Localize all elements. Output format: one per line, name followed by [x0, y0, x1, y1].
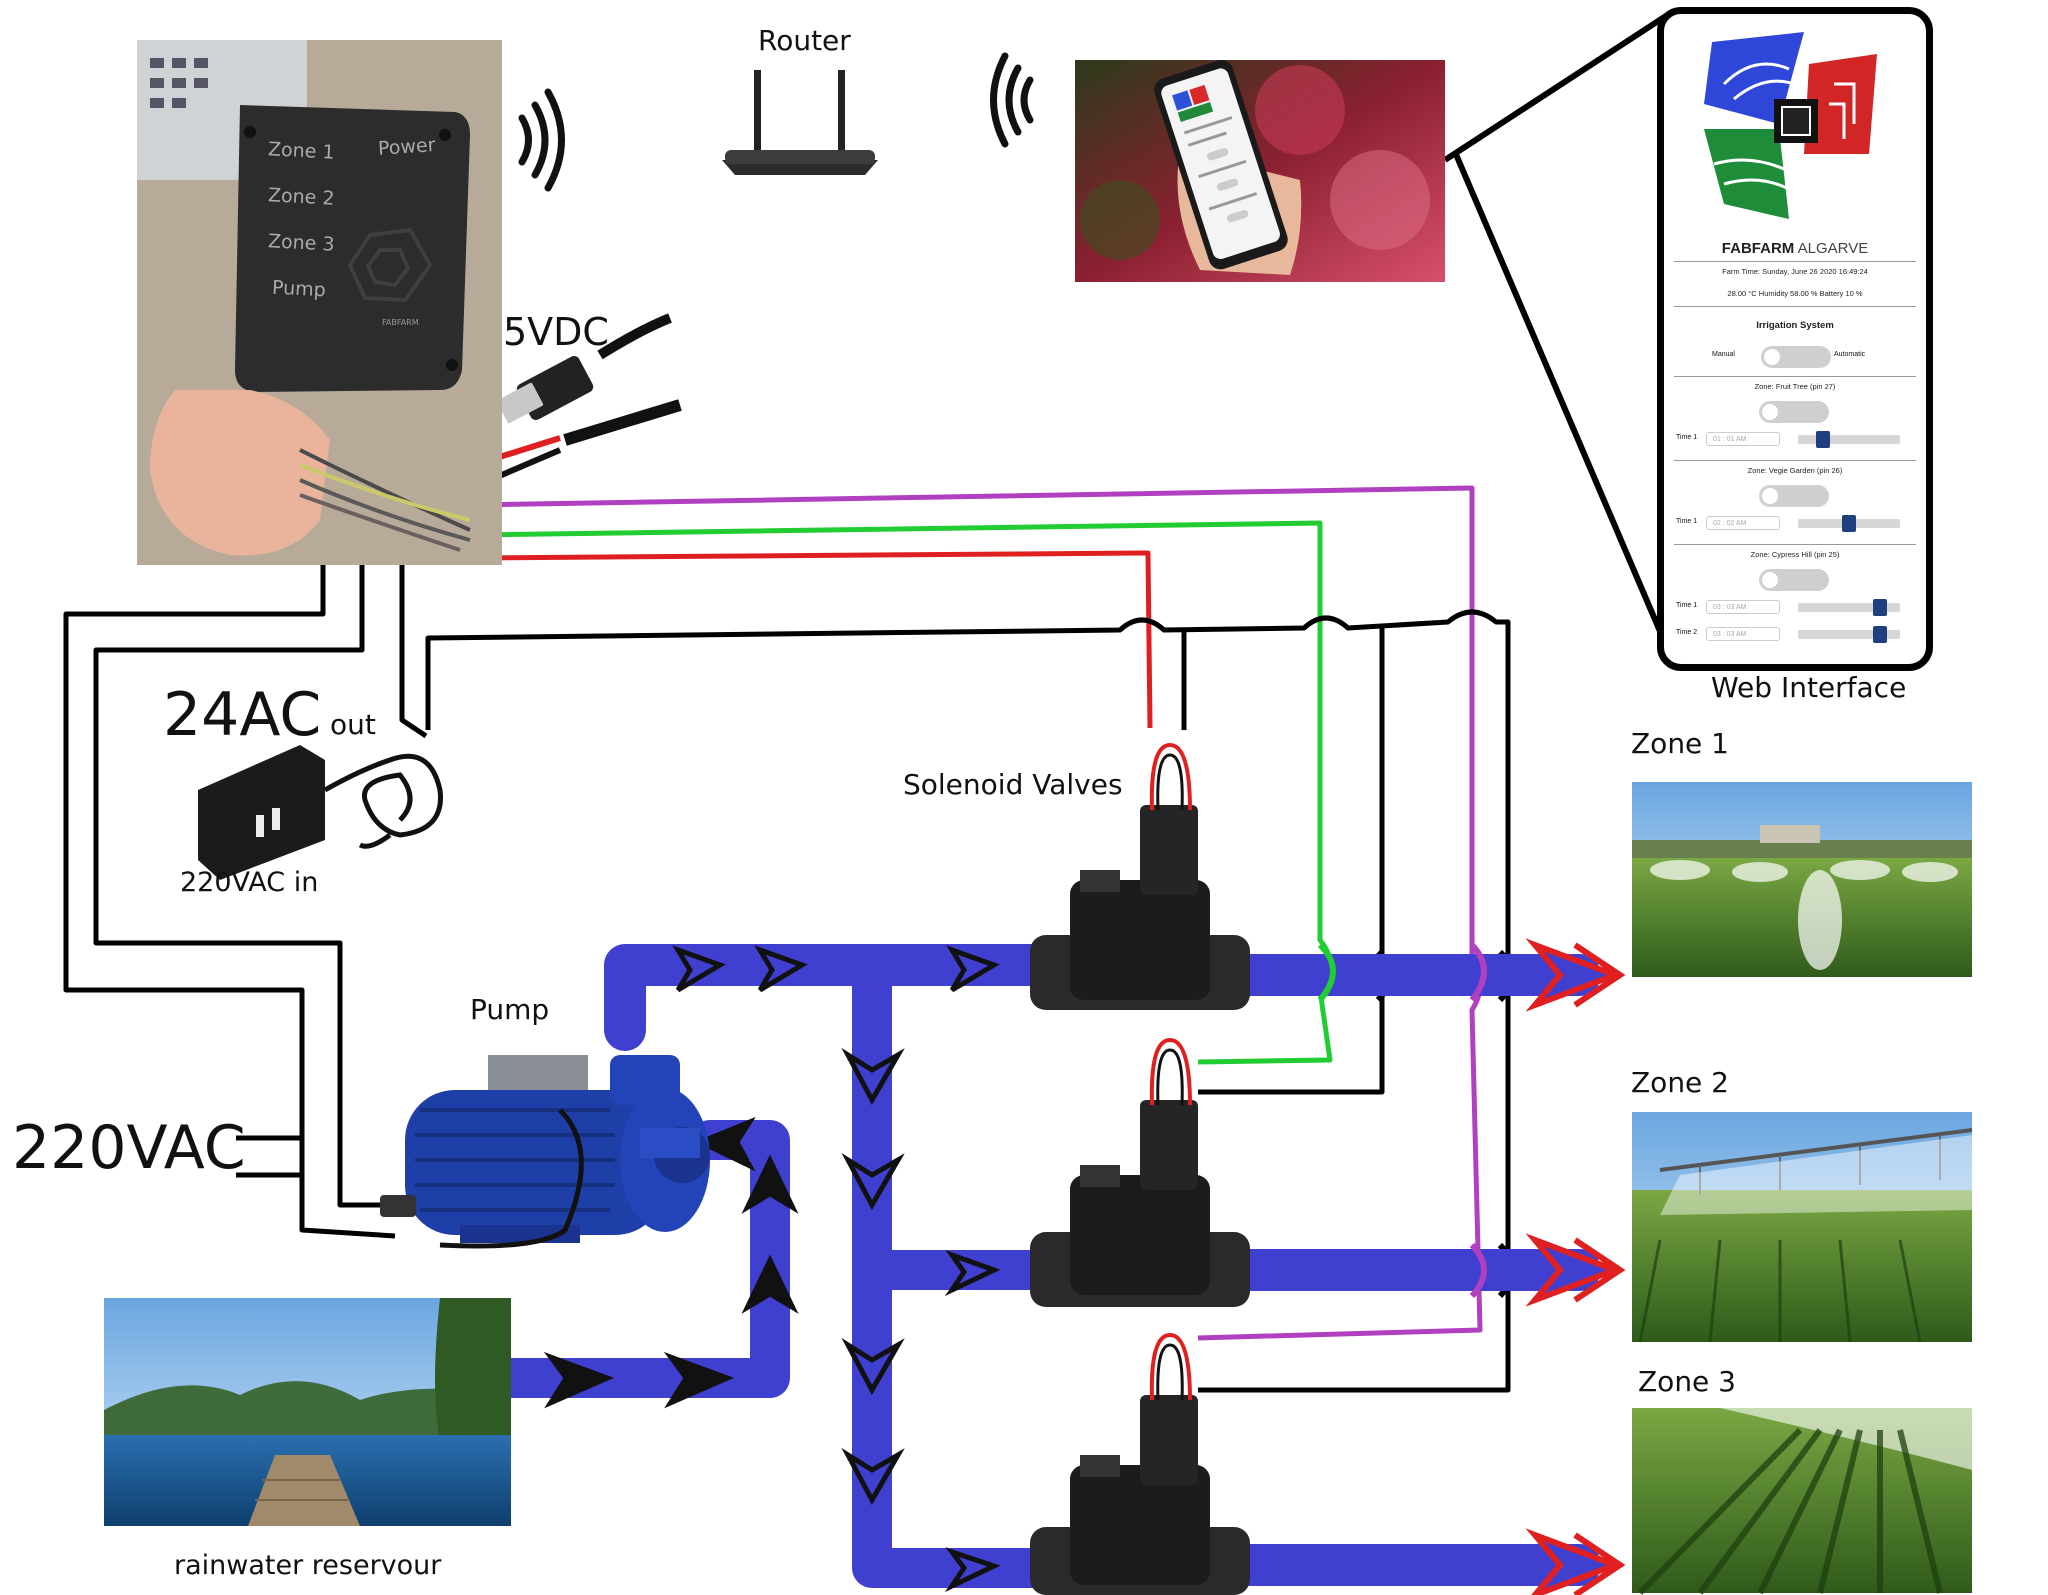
fabfarm-logo [1704, 32, 1877, 219]
zone-cypress-hill-time2-input[interactable]: 03 : 03 AM [1706, 627, 1780, 641]
phone-photo [1075, 60, 1445, 282]
zone-cypress-hill-slider-2[interactable] [1798, 626, 1900, 643]
zone-cypress-hill-time1-input[interactable]: 03 : 03 AM [1706, 600, 1780, 614]
brand-light: ALGARVE [1797, 240, 1869, 257]
farm-time-text: Farm Time: Sunday, June 26 2020 16:49:24 [1722, 267, 1868, 276]
irrigation-title: Irrigation System [1756, 320, 1834, 331]
zone-vegie-garden-time-label: Time 1 [1676, 518, 1698, 525]
zone-fruit-tree-label: Zone: Fruit Tree (pin 27) [1754, 382, 1836, 391]
zoom-line-top [1443, 9, 1674, 163]
solenoid-valve-3 [1030, 1332, 1250, 1595]
mains-wire-2 [93, 565, 380, 1208]
vdc5-label: 5VDC [503, 310, 609, 354]
controller-brand-label: FABFARM [382, 318, 419, 327]
controller-zone1-label: Zone 1 [267, 138, 336, 164]
zone-vegie-garden-slider[interactable] [1798, 515, 1900, 532]
mode-toggle[interactable] [1761, 346, 1831, 368]
common-wire [425, 609, 1511, 1393]
controller-box-photo [137, 40, 502, 565]
zone-vegie-garden-toggle[interactable] [1759, 485, 1829, 507]
pump-label: Pump [470, 993, 550, 1026]
zone3-label: Zone 3 [1638, 1365, 1736, 1398]
ac220-in-label: 220VAC in [180, 867, 319, 898]
solenoid-valve-1 [1030, 742, 1250, 1010]
wifi-icon-phone [990, 52, 1034, 148]
sensor-readings: 28.00 °C Humidity 58.00 % Battery 10 % [1727, 289, 1863, 298]
reservoir-photo [104, 1298, 511, 1526]
zone-cypress-hill-toggle[interactable] [1759, 569, 1829, 591]
zone-fruit-tree-slider[interactable] [1798, 431, 1900, 448]
flow-arrows [543, 945, 1001, 1593]
mode-automatic-label: Automatic [1834, 351, 1866, 358]
zone-cypress-hill-time1-label: Time 1 [1676, 602, 1698, 609]
zone2-photo [1632, 1112, 1973, 1343]
web-interface-label: Web Interface [1711, 671, 1907, 704]
controller-zone2-label: Zone 2 [267, 184, 336, 210]
zone-cypress-hill-label: Zone: Cypress Hill (pin 25) [1750, 550, 1840, 559]
pump-image [380, 1055, 710, 1249]
controller-power-label: Power [377, 134, 437, 160]
zone-vegie-garden-label: Zone: Vegie Garden (pin 26) [1747, 466, 1843, 475]
zone3-photo [1632, 1408, 1972, 1595]
zone2-label: Zone 2 [1631, 1066, 1729, 1099]
zone-vegie-garden-time-input[interactable]: 02 : 02 AM [1706, 516, 1780, 530]
power-adapter-image [198, 745, 443, 880]
solenoid-valve-2 [1030, 1037, 1250, 1307]
red-wire [473, 550, 1153, 729]
reservoir-label: rainwater reservour [174, 1550, 442, 1581]
zone-fruit-tree-toggle[interactable] [1759, 401, 1829, 423]
web-interface-panel: FABFARM ALGARVE Farm Time: Sunday, June … [1657, 7, 1933, 671]
mode-manual-label: Manual [1712, 351, 1735, 358]
router-image [722, 70, 878, 175]
ac24-label: 24AC [163, 680, 322, 750]
zone-cypress-hill-slider-1[interactable] [1798, 599, 1900, 616]
zone1-photo [1632, 782, 1972, 977]
ac220-label: 220VAC [12, 1113, 246, 1183]
zone-fruit-tree-time-input[interactable]: 01 : 01 AM [1706, 432, 1780, 446]
controller-pump-label: Pump [271, 276, 327, 302]
controller-zone3-label: Zone 3 [267, 230, 336, 256]
zone-fruit-tree-time-label: Time 1 [1676, 434, 1698, 441]
zoom-line-bottom [1452, 150, 1671, 652]
outlet-arrows [1525, 938, 1626, 1595]
wifi-icon [518, 88, 565, 192]
solenoid-valves-label: Solenoid Valves [903, 768, 1123, 801]
ac24-out-label: out [330, 708, 376, 741]
router-label: Router [758, 24, 851, 57]
zone-cypress-hill-time2-label: Time 2 [1676, 629, 1698, 636]
brand-bold: FABFARM [1721, 240, 1795, 257]
zone1-label: Zone 1 [1631, 727, 1729, 760]
